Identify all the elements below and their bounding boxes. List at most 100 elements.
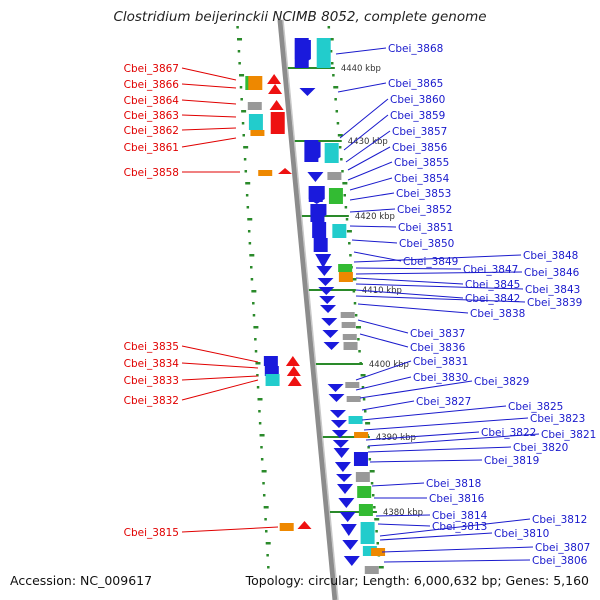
gene-feature [371,548,386,556]
gene-label-right: Cbei_3831 [413,356,468,368]
gene-arrow [310,204,327,220]
accession-text: Accession: NC_009617 [10,573,153,588]
tick-mark [330,62,334,65]
leader-line [181,99,237,105]
gene-feature [338,498,355,508]
leader-line [347,146,391,171]
gene-label-right: Cbei_3823 [530,413,585,425]
leader-line [371,482,425,487]
leader-line [355,277,464,285]
leader-line [355,360,412,381]
tick-mark [255,362,261,365]
leader-line [181,375,259,381]
tick-mark [258,422,262,425]
leader-line [343,114,389,151]
leader-line [379,532,493,541]
scale-label: 4410 kbp [362,286,402,296]
tick-mark [360,374,366,377]
tick-mark [357,338,360,341]
gene-label-right: Cbei_3814 [432,510,488,522]
tick-mark [349,254,352,257]
tick-mark [263,506,269,509]
tick-mark [365,422,371,425]
gene-feature [267,74,282,84]
tick-mark [260,458,264,461]
tick-mark [351,278,357,281]
leader-line [357,319,409,334]
gene-label-right: Cbei_3806 [532,555,588,567]
gene-feature [334,462,351,472]
gene-feature [332,224,347,238]
gene-feature [247,102,262,110]
tick-mark [253,326,259,329]
tick-mark [249,266,253,269]
leader-line [375,514,431,517]
gene-feature [315,254,332,268]
tick-mark [334,98,337,101]
gene-feature [316,38,331,68]
tick-mark [340,158,343,161]
scale-label: 4400 kbp [369,360,409,370]
leader-line [355,271,523,275]
gene-label-right: Cbei_3829 [474,376,529,388]
gene-label-right: Cbei_3837 [410,328,465,340]
tick-mark [256,374,259,377]
leader-line [365,431,480,441]
gene-feature [348,416,363,424]
gene-feature [330,420,347,428]
leader-line [359,380,473,399]
leader-line [367,433,540,447]
tick-mark [250,278,254,281]
tick-mark [368,458,372,461]
gene-label-right: Cbei_3854 [394,173,450,185]
gene-label-right: Cbei_3856 [392,142,448,154]
leader-line [181,362,259,369]
gene-label-right: Cbei_3812 [532,514,587,526]
tick-mark [239,86,243,89]
leader-line [339,98,389,139]
tick-mark [246,206,250,209]
leader-line [369,459,483,463]
leader-line [351,239,398,244]
tick-mark [242,134,245,137]
tick-mark [361,386,365,389]
leader-line [379,518,531,537]
gene-feature [299,88,316,96]
tick-mark [267,566,270,569]
gene-feature [353,452,368,466]
tick-mark [239,74,245,77]
tick-mark [241,110,247,113]
tick-mark [245,182,251,185]
gene-arrow [294,40,311,64]
tick-mark [363,410,367,413]
leader-line [377,523,431,527]
gene-feature [362,546,377,556]
gene-label-right: Cbei_3846 [524,267,580,279]
scale-label: 4420 kbp [355,212,395,222]
tick-mark [373,506,376,509]
tick-mark [337,134,343,137]
gene-feature [357,486,372,498]
gene-label-right: Cbei_3845 [465,279,520,291]
genome-backbone [277,19,338,600]
gene-feature [337,484,353,494]
gene-feature [327,384,344,392]
leader-line [181,83,237,89]
gene-feature [319,296,336,304]
tick-mark [260,446,263,449]
tick-mark [338,146,342,149]
gene-label-left: Cbei_3833 [124,375,179,387]
gene-feature [342,540,359,550]
leader-line [355,267,462,270]
gene-feature [278,168,293,174]
leader-line [349,192,395,201]
leader-line [349,177,393,191]
gene-feature [258,170,273,176]
gene-feature [341,322,356,328]
tick-mark [348,242,351,245]
topology-text: Topology: circular; Length: 6,000,632 bp… [245,573,589,588]
gene-label-left: Cbei_3834 [124,358,180,370]
gene-feature [307,172,324,182]
gene-feature [287,376,302,386]
tick-mark [341,170,344,173]
